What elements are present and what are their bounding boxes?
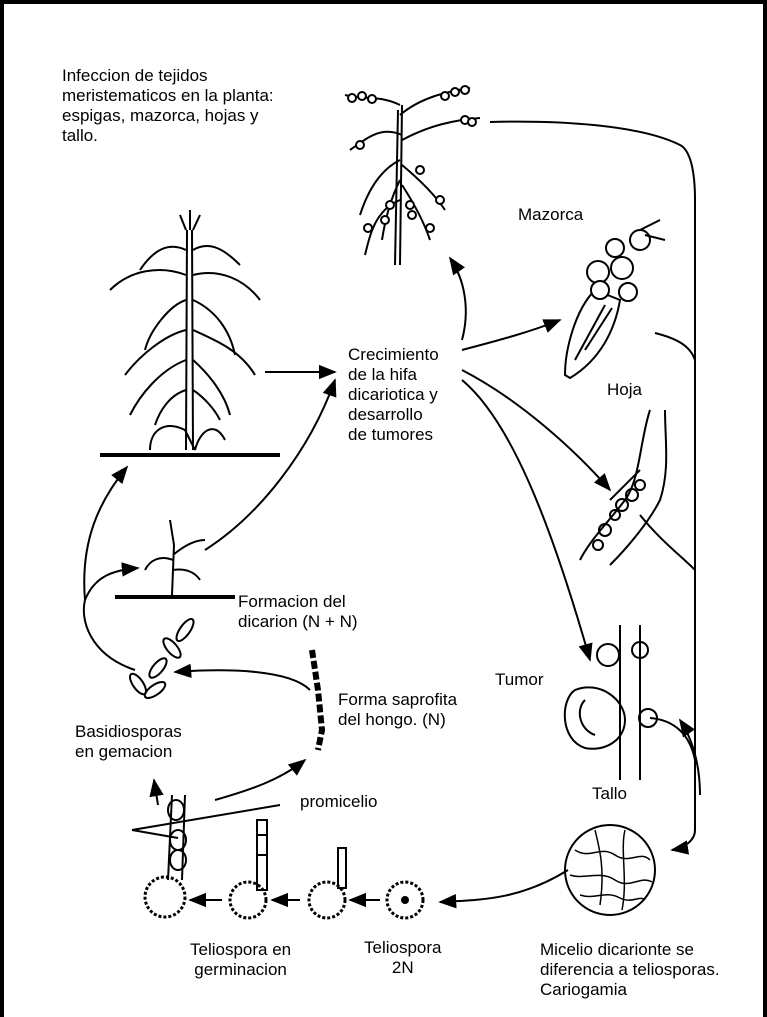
mycelium-illustration: [565, 825, 655, 915]
tassel-illustration: [345, 86, 480, 265]
label-basidiosporas: Basidiosporas en gemacion: [75, 722, 182, 762]
leaf-illustration: [580, 410, 666, 565]
label-micelio: Micelio dicarionte se diferencia a telio…: [540, 940, 720, 1000]
label-hoja: Hoja: [607, 380, 642, 400]
label-promicelio: promicelio: [300, 792, 377, 812]
label-infection: Infeccion de tejidos meristematicos en l…: [62, 66, 274, 146]
label-tumor: Tumor: [495, 670, 544, 690]
stem-tumor-illustration: [565, 625, 657, 780]
label-formacion: Formacion del dicarion (N + N): [238, 592, 358, 632]
maize-plant-illustration: [100, 210, 280, 455]
label-teliospora-germinacion: Teliospora en germinacion: [190, 940, 291, 980]
label-tallo: Tallo: [592, 784, 627, 804]
ear-illustration: [565, 220, 665, 378]
label-forma-saprofita: Forma saprofita del hongo. (N): [338, 690, 457, 730]
label-teliospora-2n: Teliospora 2N: [364, 938, 442, 978]
label-mazorca: Mazorca: [518, 205, 583, 225]
label-crecimiento: Crecimiento de la hifa dicariotica y des…: [348, 345, 439, 445]
seedling-illustration: [115, 520, 235, 597]
